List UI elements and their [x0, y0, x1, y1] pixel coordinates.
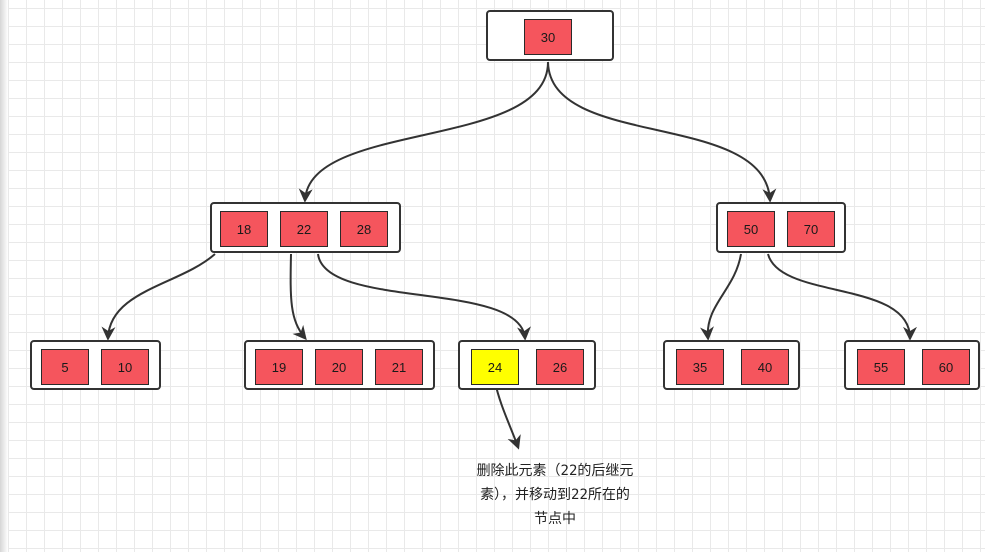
- key-30: 30: [524, 19, 572, 55]
- leaf-node-5: 55 60: [844, 340, 980, 390]
- key-10: 10: [101, 349, 149, 385]
- root-node: 30: [486, 10, 614, 61]
- edge-root-to-right: [547, 61, 777, 203]
- deletion-annotation: 删除此元素（22的后继元 素），并移动到22所在的 节点中: [476, 463, 634, 527]
- leaf-node-3: 24 26: [458, 340, 596, 390]
- key-70: 70: [787, 211, 835, 247]
- key-21: 21: [375, 349, 423, 385]
- leaf-node-2: 19 20 21: [244, 340, 435, 390]
- internal-node-left: 18 22 28: [210, 202, 401, 253]
- key-60: 60: [922, 349, 970, 385]
- key-28: 28: [340, 211, 388, 247]
- key-22: 22: [280, 211, 328, 247]
- key-19: 19: [255, 349, 303, 385]
- key-50: 50: [727, 211, 775, 247]
- leaf-node-1: 5 10: [30, 340, 161, 390]
- edge-right-to-n4: [700, 253, 742, 341]
- key-40: 40: [741, 349, 789, 385]
- edge-left-to-n2: [289, 253, 307, 341]
- key-18: 18: [220, 211, 268, 247]
- edge-left-to-n3: [317, 253, 531, 341]
- leaf-node-4: 35 40: [663, 340, 800, 390]
- internal-node-right: 50 70: [716, 202, 846, 253]
- key-24-highlighted: 24: [471, 349, 519, 385]
- key-35: 35: [676, 349, 724, 385]
- key-26: 26: [536, 349, 584, 385]
- canvas-edge-shadow: [0, 0, 8, 552]
- edge-root-to-left: [298, 61, 549, 203]
- edge-right-to-n5: [767, 253, 917, 341]
- key-55: 55: [857, 349, 905, 385]
- edge-24-to-annotation: [494, 381, 521, 450]
- key-5: 5: [41, 349, 89, 385]
- key-20: 20: [315, 349, 363, 385]
- edge-left-to-n1: [101, 253, 216, 341]
